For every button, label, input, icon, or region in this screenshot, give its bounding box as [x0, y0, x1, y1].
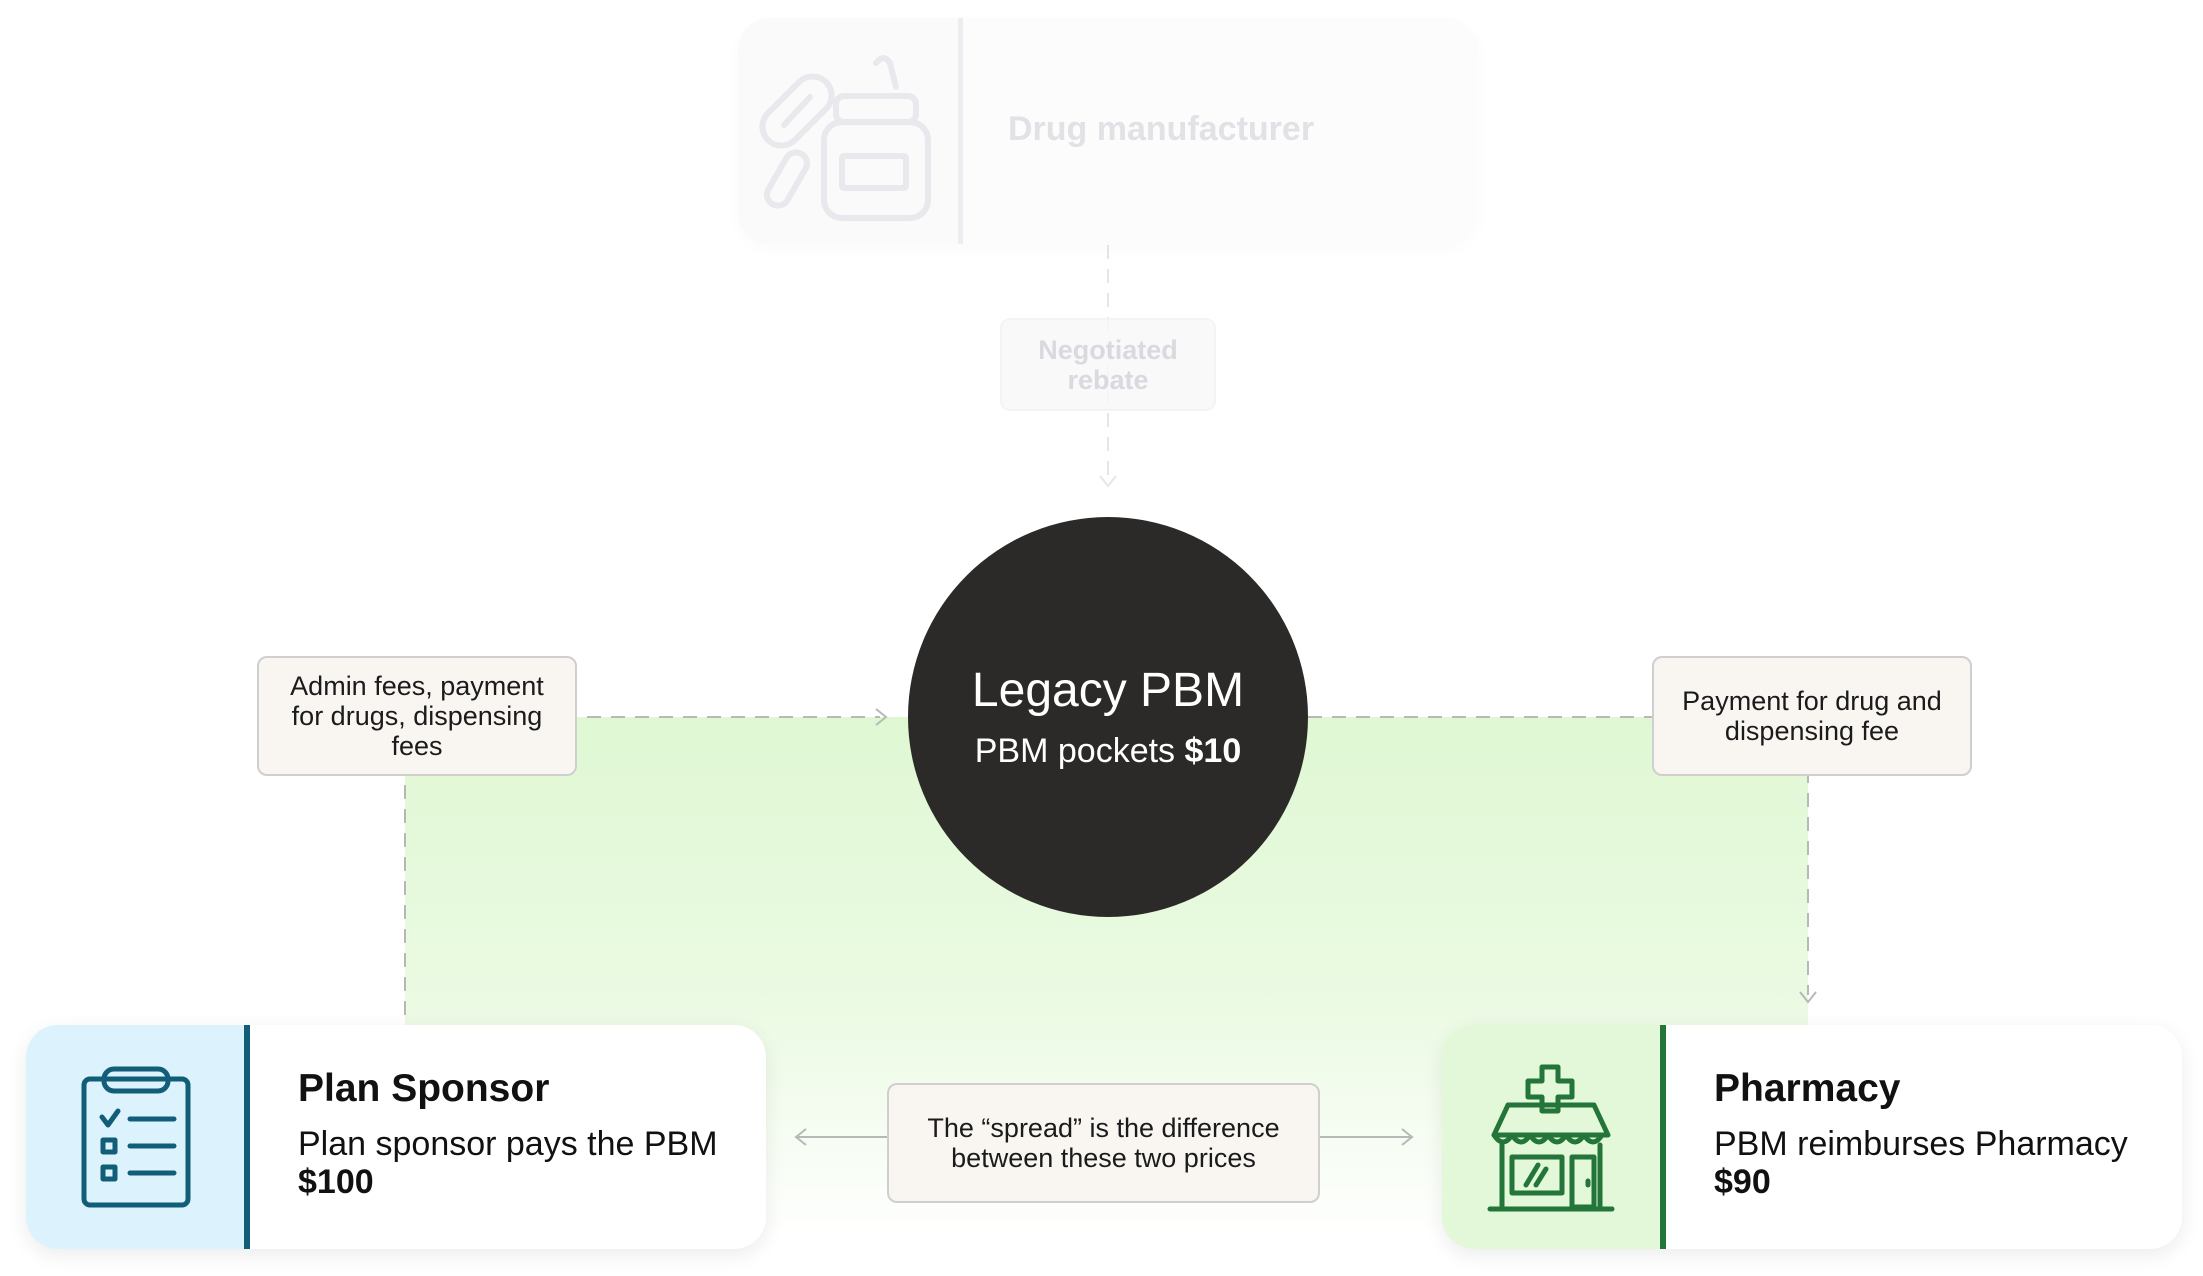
- pbm-pockets-amount: $10: [1184, 732, 1242, 770]
- legacy-pbm-node: Legacy PBM PBM pockets $10: [908, 517, 1308, 917]
- pbm-to-pharmacy-connector: [1308, 716, 1809, 995]
- manufacturer-label: Drug manufacturer: [1008, 110, 1315, 148]
- pharmacy-arrowhead: [1799, 991, 1817, 1004]
- plan-sponsor-description: Plan sponsor pays the PBM $100: [298, 1125, 738, 1201]
- plan-sponsor-description-text: Plan sponsor pays the PBM: [298, 1125, 718, 1163]
- pbm-pockets-text: PBM pockets: [974, 732, 1185, 770]
- pharmacy-description: PBM reimburses Pharmacy $90: [1714, 1125, 2154, 1201]
- pharmacy-title: Pharmacy: [1714, 1067, 1901, 1110]
- admin-fees-note: Admin fees, payment for drugs, dispensin…: [257, 656, 577, 776]
- plan-sponsor-title: Plan Sponsor: [298, 1067, 550, 1110]
- pbm-title: Legacy PBM: [971, 664, 1245, 717]
- sponsor-icon-panel: [26, 1025, 250, 1249]
- plan-sponsor-card: Plan Sponsor Plan sponsor pays the PBM $…: [26, 1025, 766, 1249]
- pill-bottle-icon: [759, 55, 931, 221]
- clipboard-checklist-icon: [81, 1066, 191, 1208]
- pharmacy-icon-panel: [1442, 1025, 1666, 1249]
- payment-note: Payment for drug and dispensing fee: [1652, 656, 1972, 776]
- pbm-arrowhead: [875, 708, 888, 726]
- pharmacy-card: Pharmacy PBM reimburses Pharmacy $90: [1442, 1025, 2182, 1249]
- pharmacy-description-text: PBM reimburses Pharmacy: [1714, 1125, 2128, 1163]
- rebate-arrowhead: [1099, 475, 1117, 488]
- rebate-note: Negotiated rebate: [1000, 318, 1216, 411]
- plan-sponsor-amount: $100: [298, 1163, 374, 1201]
- spread-right-arrowhead: [1401, 1128, 1414, 1146]
- pharmacy-amount: $90: [1714, 1163, 1771, 1201]
- pharmacy-store-icon: [1487, 1064, 1615, 1212]
- spread-left-arrowhead: [794, 1128, 807, 1146]
- pbm-pockets: PBM pockets $10: [975, 732, 1241, 771]
- drug-manufacturer-card: Drug manufacturer: [738, 18, 1478, 244]
- manufacturer-icon-panel: [738, 18, 963, 244]
- spread-note: The “spread” is the difference between t…: [887, 1083, 1320, 1203]
